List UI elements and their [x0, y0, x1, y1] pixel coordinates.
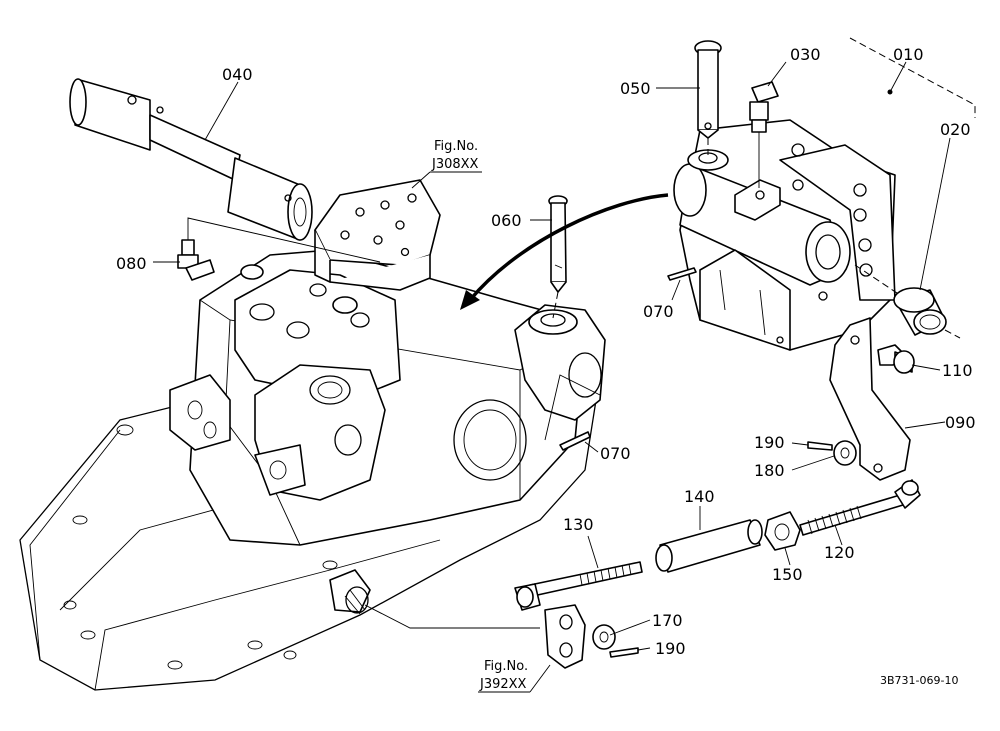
pin-190-lower: [609, 647, 639, 658]
cotter-pin-070-lower: [559, 431, 591, 451]
callout-090: 090: [945, 413, 976, 432]
figure-ref-prefix-1: Fig.No.: [434, 139, 478, 154]
pin-050: [694, 40, 722, 155]
bolt-110: [877, 344, 915, 374]
rod-120: [799, 479, 921, 536]
callout-110: 110: [942, 361, 973, 380]
callout-020: 020: [940, 120, 971, 139]
grease-fitting-030: [749, 81, 779, 188]
callout-140: 140: [684, 487, 715, 506]
washer-180: [833, 440, 857, 466]
washer-170: [592, 624, 616, 650]
callout-050: 050: [620, 79, 651, 98]
lift-housing-010: [673, 89, 896, 351]
drawing-code: 3B731-069-10: [880, 674, 958, 687]
callout-130: 130: [563, 515, 594, 534]
bushing-020: [854, 264, 961, 339]
figure-ref-prefix-2: Fig.No.: [484, 659, 528, 674]
valve-housing-body: [19, 249, 606, 691]
callout-labels: 040 030 010 050 020 060 080 070 110 090 …: [116, 45, 976, 692]
rod-130: [514, 561, 643, 611]
callout-190-upper: 190: [754, 433, 785, 452]
callout-120: 120: [824, 543, 855, 562]
link-plate-090: [829, 317, 911, 481]
pin-190-upper: [807, 441, 833, 451]
elbow-fitting-080: [177, 217, 381, 281]
nut-150: [764, 511, 801, 551]
callout-010: 010: [893, 45, 924, 64]
figure-ref-number-1: J308XX: [431, 157, 479, 172]
figure-ref-number-2: J392XX: [479, 677, 527, 692]
lower-link-plate: [544, 604, 586, 669]
turnbuckle-140: [655, 519, 763, 573]
callout-040: 040: [222, 65, 253, 84]
pin-060: [548, 195, 568, 319]
callout-080: 080: [116, 254, 147, 273]
assembly-guide-lines: [364, 374, 601, 629]
shaft-040: [69, 78, 313, 241]
assembly-direction-arrow: [460, 193, 669, 310]
callout-070-upper: 070: [643, 302, 674, 321]
callout-180: 180: [754, 461, 785, 480]
callout-170: 170: [652, 611, 683, 630]
callout-030: 030: [790, 45, 821, 64]
callout-150: 150: [772, 565, 803, 584]
callout-060: 060: [491, 211, 522, 230]
callout-070-lower: 070: [600, 444, 631, 463]
cotter-pin-070-upper: [667, 267, 697, 281]
callout-190-lower: 190: [655, 639, 686, 658]
leader-lines: [153, 61, 951, 693]
assembly-bracket-010: [849, 37, 976, 118]
top-cover-plate: [314, 179, 441, 291]
